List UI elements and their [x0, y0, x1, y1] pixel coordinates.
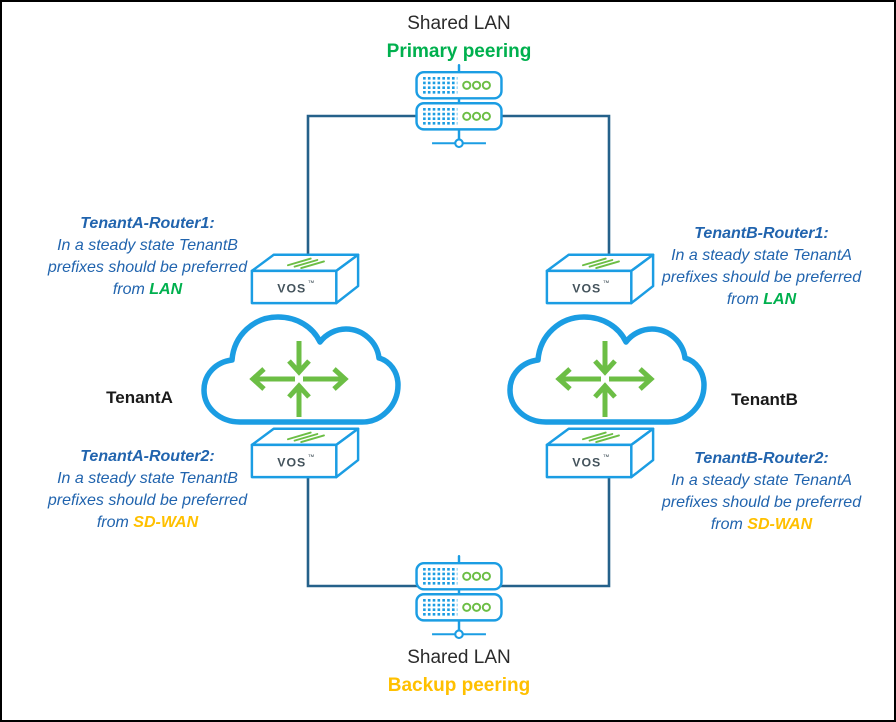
switch-unit-1: [415, 70, 503, 100]
from-word: from: [710, 516, 743, 533]
sdwan-arrows-icon: [249, 341, 349, 417]
bottom-site-label: Shared LAN Backup peering: [338, 644, 580, 700]
primary-lan-switch-icon: [415, 64, 503, 149]
switch-port-grid: [423, 77, 458, 125]
top-site-name: Shared LAN: [407, 13, 511, 34]
vos-box: [545, 253, 655, 305]
annotation-line: prefixes should be preferred: [47, 492, 248, 509]
annotation-tenant-a-router1: TenantA-Router1: In a steady state Tenan…: [29, 213, 266, 301]
preference-highlight: LAN: [763, 291, 797, 308]
from-word: from: [112, 281, 145, 298]
switch-unit-1: [415, 561, 503, 591]
annotation-title: TenantB-Router1:: [694, 225, 829, 242]
annotation-line: from SD-WAN: [29, 512, 266, 534]
vos-trademark: ™: [308, 454, 315, 461]
vos-label: VOS: [572, 282, 601, 296]
bottom-site-name: Shared LAN: [407, 647, 511, 668]
switch-unit-2: [415, 102, 503, 131]
switch-hub-node: [454, 138, 464, 149]
link-tenant-b-router2-to-backup-lan: [499, 474, 611, 588]
annotation-line: from SD-WAN: [643, 514, 880, 536]
sdwan-arrows-icon: [555, 341, 655, 417]
annotation-tenant-b-router2: TenantB-Router2: In a steady state Tenan…: [643, 448, 880, 536]
vos-label: VOS: [572, 456, 601, 470]
vos-box: [250, 427, 360, 479]
switch-led-circles: [462, 571, 491, 612]
vos-slashes-icon: [581, 257, 620, 270]
vos-slashes-icon: [286, 257, 325, 270]
vos-router-b2-icon: VOS ™: [545, 427, 655, 479]
annotation-line: In a steady state TenantA: [671, 247, 852, 264]
annotation-title: TenantA-Router2:: [80, 448, 215, 465]
annotation-title: TenantA-Router1:: [80, 215, 215, 232]
vos-slashes-icon: [286, 431, 325, 444]
annotation-title: TenantB-Router2:: [694, 450, 829, 467]
link-tenant-a-router1-to-primary-lan: [306, 114, 419, 254]
switch-unit-2: [415, 593, 503, 622]
vos-slashes-icon: [581, 431, 620, 444]
annotation-tenant-b-router1: TenantB-Router1: In a steady state Tenan…: [643, 223, 880, 311]
tenant-b-sdwan-cloud-icon: [507, 314, 707, 425]
annotation-line: In a steady state TenantB: [57, 470, 238, 487]
top-site-role: Primary peering: [386, 41, 532, 62]
link-tenant-b-router1-to-primary-lan: [499, 114, 611, 254]
switch-port-grid: [423, 568, 458, 616]
annotation-line: In a steady state TenantB: [57, 237, 238, 254]
vos-label: VOS: [277, 282, 306, 296]
vos-label: VOS: [277, 456, 306, 470]
annotation-line: from LAN: [29, 279, 266, 301]
bottom-site-role: Backup peering: [387, 675, 531, 696]
annotation-line: prefixes should be preferred: [661, 494, 862, 511]
vos-box: [545, 427, 655, 479]
tenant-a-sdwan-cloud-icon: [201, 314, 401, 425]
backup-lan-switch-icon: [415, 555, 503, 640]
vos-router-a1-icon: VOS ™: [250, 253, 360, 305]
from-word: from: [726, 291, 759, 308]
from-word: from: [96, 514, 129, 531]
link-tenant-a-router2-to-backup-lan: [306, 474, 419, 588]
vos-box: [250, 253, 360, 305]
preference-highlight: LAN: [149, 281, 183, 298]
annotation-line: prefixes should be preferred: [47, 259, 248, 276]
annotation-tenant-a-router2: TenantA-Router2: In a steady state Tenan…: [29, 446, 266, 534]
preference-highlight: SD-WAN: [133, 514, 199, 531]
annotation-line: prefixes should be preferred: [661, 269, 862, 286]
vos-router-b1-icon: VOS ™: [545, 253, 655, 305]
vos-trademark: ™: [603, 454, 610, 461]
switch-led-circles: [462, 80, 491, 121]
vos-router-a2-icon: VOS ™: [250, 427, 360, 479]
annotation-line: from LAN: [643, 289, 880, 311]
top-site-label: Shared LAN Primary peering: [338, 10, 580, 66]
tenant-a-label: TenantA: [106, 388, 173, 407]
preference-highlight: SD-WAN: [747, 516, 813, 533]
tenant-b-label: TenantB: [731, 390, 798, 409]
vos-trademark: ™: [603, 280, 610, 287]
annotation-line: In a steady state TenantA: [671, 472, 852, 489]
switch-hub-node: [454, 629, 464, 640]
vos-trademark: ™: [308, 280, 315, 287]
